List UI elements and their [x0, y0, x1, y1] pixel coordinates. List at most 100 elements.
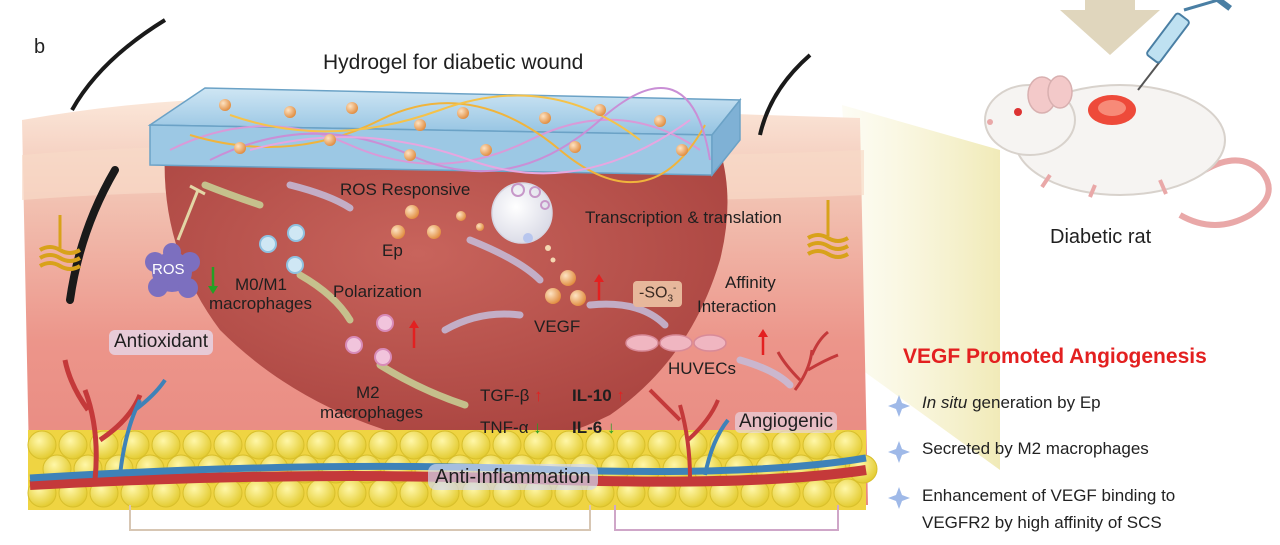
so3-label: -SO3- — [633, 281, 683, 307]
affinity-label-line1: Affinity — [725, 273, 776, 292]
fat-cell — [399, 478, 429, 508]
vegf-particles — [545, 270, 586, 306]
tgf-up-arrow-icon: ↑ — [534, 386, 543, 405]
ep-particles — [391, 205, 484, 239]
m2-macrophages — [345, 314, 394, 366]
fat-cell — [740, 430, 770, 460]
hydrogel-particle — [480, 144, 492, 156]
regulation-arrows — [208, 267, 768, 355]
wound-cavity — [164, 150, 728, 447]
fat-cell — [182, 430, 212, 460]
hydrogel-particle — [324, 134, 336, 146]
legend-title: VEGF Promoted Angiogenesis — [903, 345, 1207, 368]
tnf-down-arrow-icon: ↓ — [533, 418, 542, 437]
fat-cell — [616, 430, 646, 460]
polarization-label: Polarization — [333, 282, 422, 301]
vessel-branch-right-blue — [703, 418, 730, 476]
hydrogel-particle — [594, 104, 606, 116]
legend-item-1-emphasis: In situ — [922, 393, 968, 412]
hydrogel-particles — [219, 99, 688, 161]
legend-star-icons — [888, 395, 910, 509]
fat-cell — [647, 430, 677, 460]
ros-vesicle — [491, 182, 556, 263]
tnf-text: TNF-α — [480, 418, 529, 437]
hydrogel-particle — [284, 106, 296, 118]
fat-cell — [27, 430, 57, 460]
fat-cell — [430, 430, 460, 460]
down-arrow-icon — [1060, 0, 1160, 55]
legend-item-3-text: Enhancement of VEGF binding to — [922, 486, 1176, 505]
fat-cell — [306, 478, 336, 508]
hydrogel-particle — [219, 99, 231, 111]
figure-title: Hydrogel for diabetic wound — [323, 51, 584, 74]
legend-item-1-text: generation by Ep — [967, 393, 1101, 412]
hydrogel-particle — [404, 149, 416, 161]
fat-cell — [275, 430, 305, 460]
legend-item-3-line2: VEGFR2 by high affinity of SCS — [922, 513, 1162, 532]
m2-label-line2: macrophages — [320, 403, 424, 422]
cytokine-il6: IL-6 ↓ — [572, 418, 616, 438]
fat-cell — [275, 478, 305, 508]
hydrogel-particle — [414, 119, 426, 131]
ros-responsive-label: ROS Responsive — [340, 180, 471, 199]
legend-item-2: Secreted by M2 macrophages — [922, 439, 1149, 459]
cytokine-il10: IL-10 ↑ — [572, 386, 625, 406]
syringe-icon — [1137, 0, 1232, 91]
cytokine-tgf: TGF-β ↑ — [480, 386, 543, 406]
huvec-cells — [625, 334, 727, 352]
fat-cell — [523, 430, 553, 460]
fat-cell — [554, 430, 584, 460]
fat-cell — [461, 430, 491, 460]
m2-label-line1: M2 — [356, 383, 380, 402]
magnify-beam — [842, 105, 1000, 470]
rat-label: Diabetic rat — [1050, 226, 1152, 248]
hydrogel-particle — [676, 144, 688, 156]
hydrogel-particle — [234, 142, 246, 154]
fat-cell — [802, 478, 832, 508]
legend-item-2-text: Secreted by M2 macrophages — [922, 439, 1149, 458]
il6-down-arrow-icon: ↓ — [606, 418, 616, 437]
fat-cell — [337, 430, 367, 460]
so3-sub: 3 — [667, 293, 674, 305]
vessel-branch-left-blue — [118, 378, 167, 476]
m0m1-label-line1: M0/M1 — [235, 275, 287, 294]
fat-cell — [244, 430, 274, 460]
fat-cell — [399, 430, 429, 460]
hydrogel-particle — [346, 102, 358, 114]
fat-cell — [492, 430, 522, 460]
fat-cell — [802, 430, 832, 460]
hydrogel-particle — [539, 112, 551, 124]
capillary-icon — [776, 330, 839, 391]
hydrogel-slab — [147, 87, 742, 183]
vessel-branch-right — [648, 388, 720, 479]
rat-illustration — [984, 75, 1272, 228]
affinity-label-line2: Interaction — [697, 297, 777, 316]
fat-cell — [306, 430, 336, 460]
fat-cell — [213, 478, 243, 508]
anti-inflammation-label: Anti-Inflammation — [428, 464, 598, 490]
bracket-left — [129, 505, 591, 531]
vessel-branch-left — [62, 359, 143, 481]
fat-cell — [368, 430, 398, 460]
fat-cell — [833, 478, 863, 508]
vegf-label: VEGF — [534, 317, 581, 336]
bracket-right — [614, 505, 839, 531]
inhibit-line — [176, 189, 200, 241]
process-arrows — [201, 181, 794, 409]
gland-right — [806, 200, 850, 259]
huvecs-label: HUVECs — [668, 359, 737, 378]
ep-label: Ep — [382, 241, 403, 260]
transcription-label: Transcription & translation — [585, 208, 782, 227]
panel-letter: b — [34, 36, 46, 58]
ros-label: ROS — [152, 261, 185, 278]
il10-up-arrow-icon: ↑ — [616, 386, 625, 405]
ros-cloud — [145, 243, 200, 298]
cytokine-tnf: TNF-α ↓ — [480, 418, 542, 438]
fat-cell — [368, 478, 398, 508]
il6-text: IL-6 — [572, 418, 603, 437]
so3-text: -SO — [639, 284, 668, 302]
hydrogel-particle — [569, 141, 581, 153]
tgf-text: TGF-β — [480, 386, 530, 405]
